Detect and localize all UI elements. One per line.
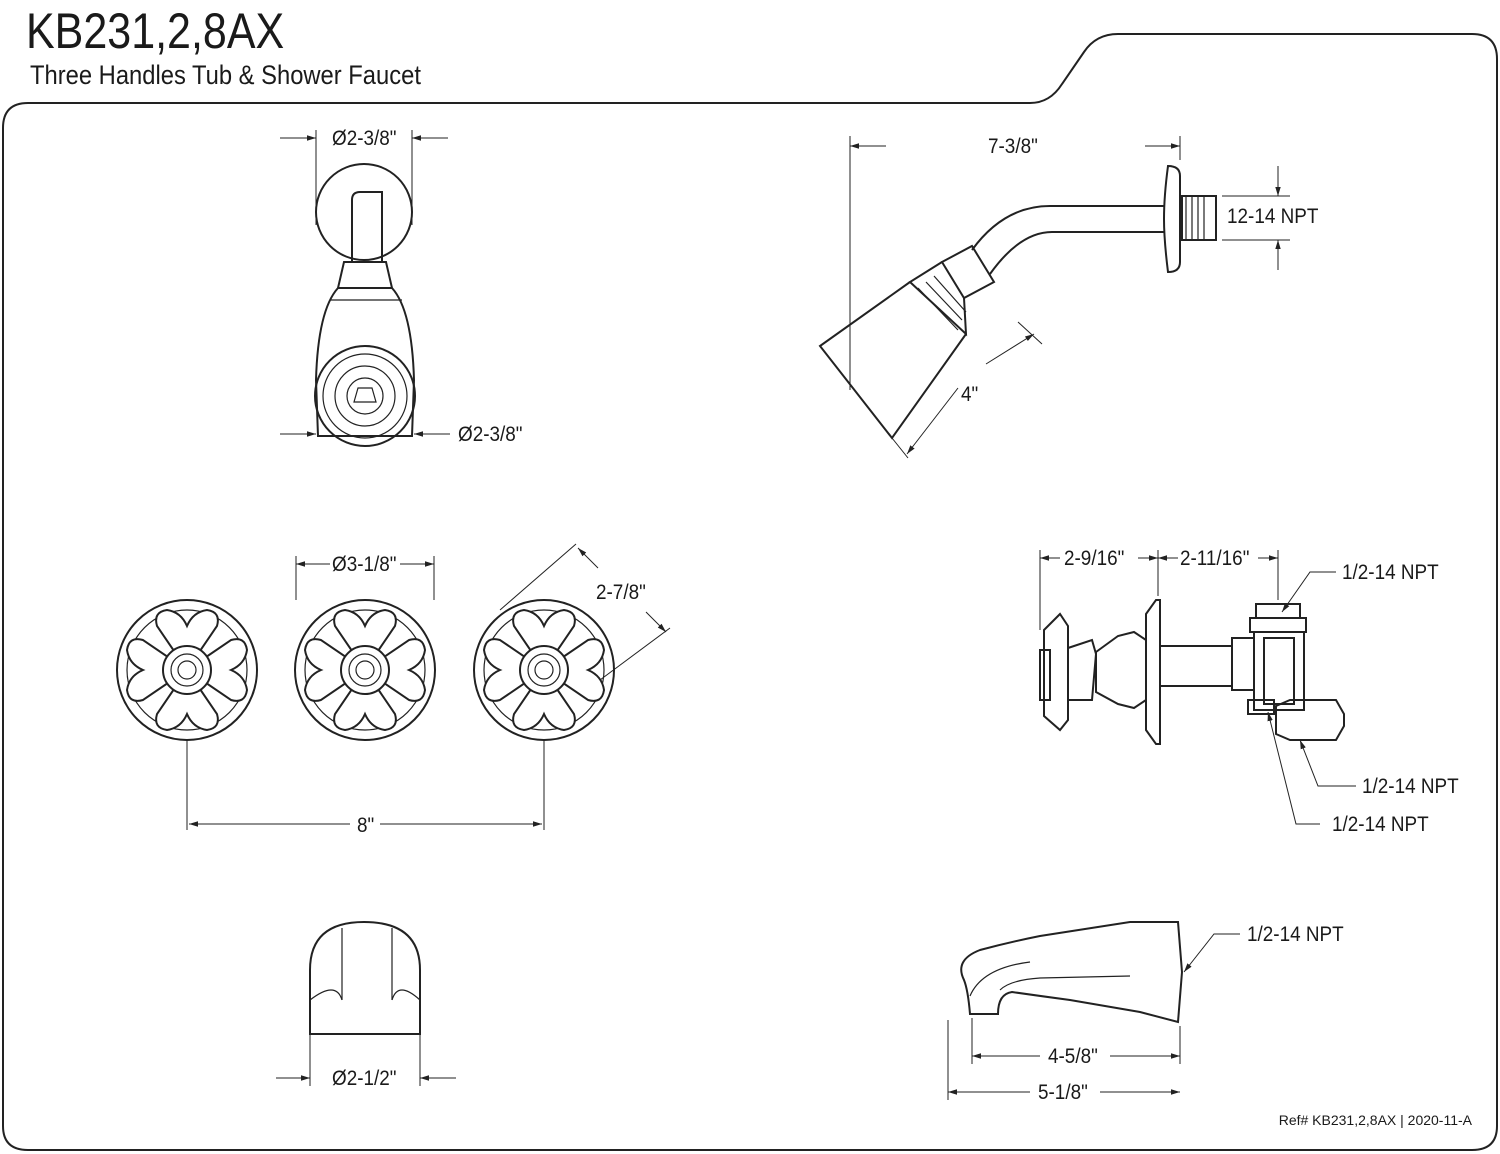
sheet-border [1,33,1498,1151]
showerhead-front-drawing [280,130,450,447]
dim-spout-reach-1: 4-5/8" [1048,1045,1098,1068]
dim-spout-front-diameter: Ø2-1/2" [332,1067,397,1090]
valve-side-drawing [1039,550,1356,825]
reference-number: Ref# KB231,2,8AX | 2020-11-A [1278,1112,1472,1128]
dim-valve-depth-1: 2-9/16" [1064,547,1125,570]
dim-valve-npt-top: 1/2-14 NPT [1342,561,1439,584]
dim-spout-reach-2: 5-1/8" [1038,1081,1088,1104]
dim-showerhead-side-thread: 12-14 NPT [1227,205,1319,228]
spout-side-drawing [947,921,1240,1100]
dim-showerhead-front-bottom: Ø2-3/8" [458,423,523,446]
handles-front-drawing [116,543,671,830]
dim-spout-npt: 1/2-14 NPT [1247,923,1344,946]
dim-valve-npt-mid: 1/2-14 NPT [1362,775,1459,798]
dim-valve-npt-bottom: 1/2-14 NPT [1332,813,1429,836]
dim-handle-diameter: Ø3-1/8" [332,553,397,576]
dim-handle-spacing: 8" [357,814,375,837]
dim-showerhead-front-top: Ø2-3/8" [332,127,397,150]
product-subtitle: Three Handles Tub & Shower Faucet [30,60,421,90]
dim-handle-diag: 2-7/8" [596,581,646,604]
model-title: KB231,2,8AX [26,3,285,59]
dim-showerhead-side-length: 7-3/8" [988,135,1038,158]
showerhead-side-drawing [818,136,1290,459]
dim-showerhead-side-head: 4" [961,383,979,406]
spout-front-drawing [276,920,456,1086]
dim-valve-depth-2: 2-11/16" [1180,547,1250,570]
